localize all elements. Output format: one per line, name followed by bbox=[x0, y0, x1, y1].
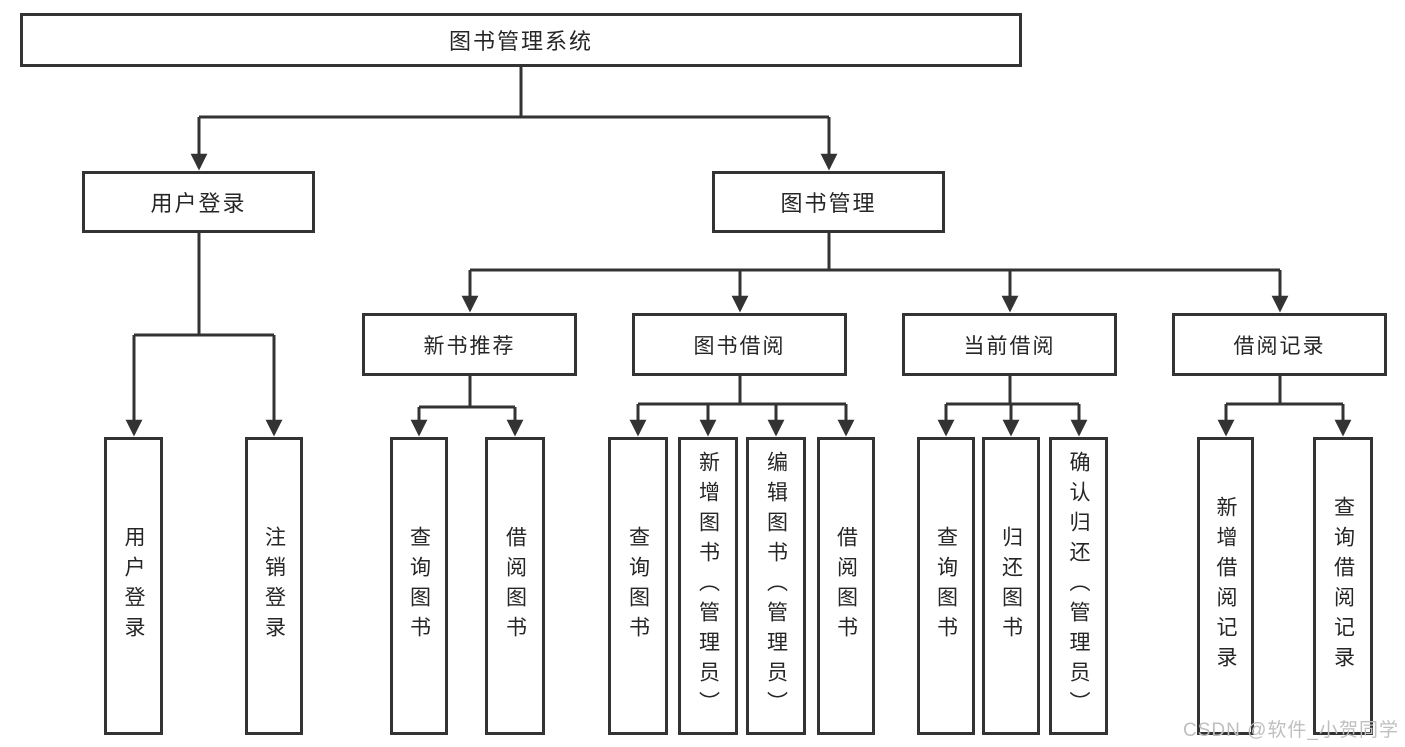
node-book-borrowing: 图书借阅 bbox=[632, 313, 847, 376]
leaf-add-book-admin: 新增图书（管理员） bbox=[678, 437, 738, 735]
node-label: 图书管理系统 bbox=[448, 29, 593, 54]
node-label: 图书管理 bbox=[780, 191, 877, 216]
node-user-login: 用户登录 bbox=[82, 171, 315, 233]
leaf-confirm-return-admin: 确认归还（管理员） bbox=[1049, 437, 1108, 735]
leaf-logout: 注销登录 bbox=[245, 437, 303, 735]
node-label: 归还图书 bbox=[999, 526, 1023, 646]
node-label: 用户登录 bbox=[150, 191, 247, 216]
node-borrowing-records: 借阅记录 bbox=[1172, 313, 1387, 376]
leaf-query-borrow-record: 查询借阅记录 bbox=[1313, 437, 1373, 735]
node-label: 查询图书 bbox=[407, 526, 431, 646]
node-label: 借阅图书 bbox=[834, 526, 858, 646]
csdn-watermark: CSDN @软件_小贺同学 bbox=[1183, 720, 1399, 741]
node-book-management: 图书管理 bbox=[712, 171, 945, 233]
node-label: 查询图书 bbox=[934, 526, 958, 646]
leaf-query-books-borrowing: 查询图书 bbox=[608, 437, 668, 735]
node-label: 借阅图书 bbox=[503, 526, 527, 646]
leaf-return-books: 归还图书 bbox=[982, 437, 1040, 735]
node-label: 注销登录 bbox=[262, 526, 286, 646]
node-label: 确认归还（管理员） bbox=[1067, 451, 1090, 721]
leaf-add-borrow-record: 新增借阅记录 bbox=[1197, 437, 1254, 735]
leaf-edit-book-admin: 编辑图书（管理员） bbox=[746, 437, 806, 735]
node-label: 编辑图书（管理员） bbox=[764, 451, 788, 721]
leaf-borrow-books-recommend: 借阅图书 bbox=[485, 437, 545, 735]
node-label: 新增借阅记录 bbox=[1214, 496, 1237, 676]
node-current-borrowing: 当前借阅 bbox=[902, 313, 1117, 376]
node-label: 新书推荐 bbox=[423, 334, 516, 358]
node-label: 用户登录 bbox=[122, 526, 145, 646]
leaf-query-books-current: 查询图书 bbox=[917, 437, 975, 735]
node-book-management-system: 图书管理系统 bbox=[20, 13, 1022, 67]
node-new-book-recommendation: 新书推荐 bbox=[362, 313, 577, 376]
leaf-user-login: 用户登录 bbox=[104, 437, 163, 735]
node-label: 图书借阅 bbox=[693, 334, 786, 358]
node-label: 当前借阅 bbox=[963, 334, 1056, 358]
node-label: 借阅记录 bbox=[1233, 334, 1326, 358]
leaf-query-books-recommend: 查询图书 bbox=[390, 437, 448, 735]
node-label: 新增图书（管理员） bbox=[696, 451, 720, 721]
node-label: 查询借阅记录 bbox=[1331, 496, 1355, 676]
node-label: 查询图书 bbox=[626, 526, 650, 646]
leaf-borrow-books-borrowing: 借阅图书 bbox=[817, 437, 875, 735]
